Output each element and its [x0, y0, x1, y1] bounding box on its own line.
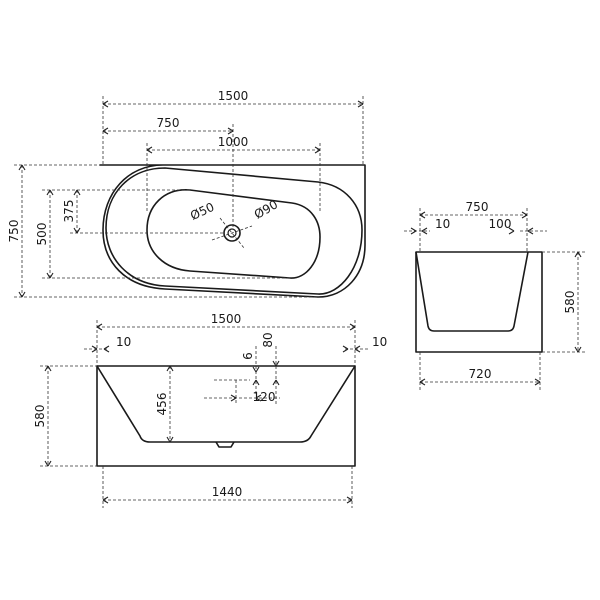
top-view	[14, 96, 366, 298]
overflow-offset-label: 6	[241, 352, 255, 360]
side-view-drain	[215, 441, 235, 448]
drain-diameter-label: Ø50	[188, 200, 216, 223]
end-inner-offset-label: 100	[489, 217, 512, 231]
side-height-label: 580	[33, 405, 47, 428]
end-view-basin	[415, 251, 529, 332]
end-lip-label: 10	[435, 217, 450, 231]
top-drain-offset-label: 375	[62, 200, 76, 223]
top-inner-length-label: 1000	[218, 135, 249, 149]
top-total-width-label: 750	[7, 220, 21, 243]
overflow-height-label: 80	[261, 332, 275, 347]
top-view-outer-outline	[99, 164, 366, 298]
dimension-arrows	[18, 100, 582, 504]
overflow-spacing-label: 120	[253, 390, 276, 404]
end-view-outline	[415, 251, 543, 353]
side-inner-depth-label: 456	[155, 393, 169, 416]
side-left-lip-label: 10	[116, 335, 131, 349]
side-top-length-label: 1500	[211, 312, 242, 326]
top-inner-width-label: 500	[35, 223, 49, 246]
top-view-basin-inner	[146, 189, 321, 279]
side-view-outline	[96, 365, 356, 467]
side-right-lip-label: 10	[372, 335, 387, 349]
end-view	[404, 208, 586, 390]
side-bottom-length-label: 1440	[212, 485, 243, 499]
side-view-basin	[96, 365, 356, 443]
top-view-outer-shell	[105, 167, 363, 295]
end-bottom-width-label: 720	[469, 367, 492, 381]
top-total-length-label: 1500	[218, 89, 249, 103]
end-top-width-label: 750	[466, 200, 489, 214]
drain-icon	[211, 217, 253, 249]
top-half-length-label: 750	[157, 116, 180, 130]
side-view	[40, 320, 368, 508]
end-height-label: 580	[563, 291, 577, 314]
